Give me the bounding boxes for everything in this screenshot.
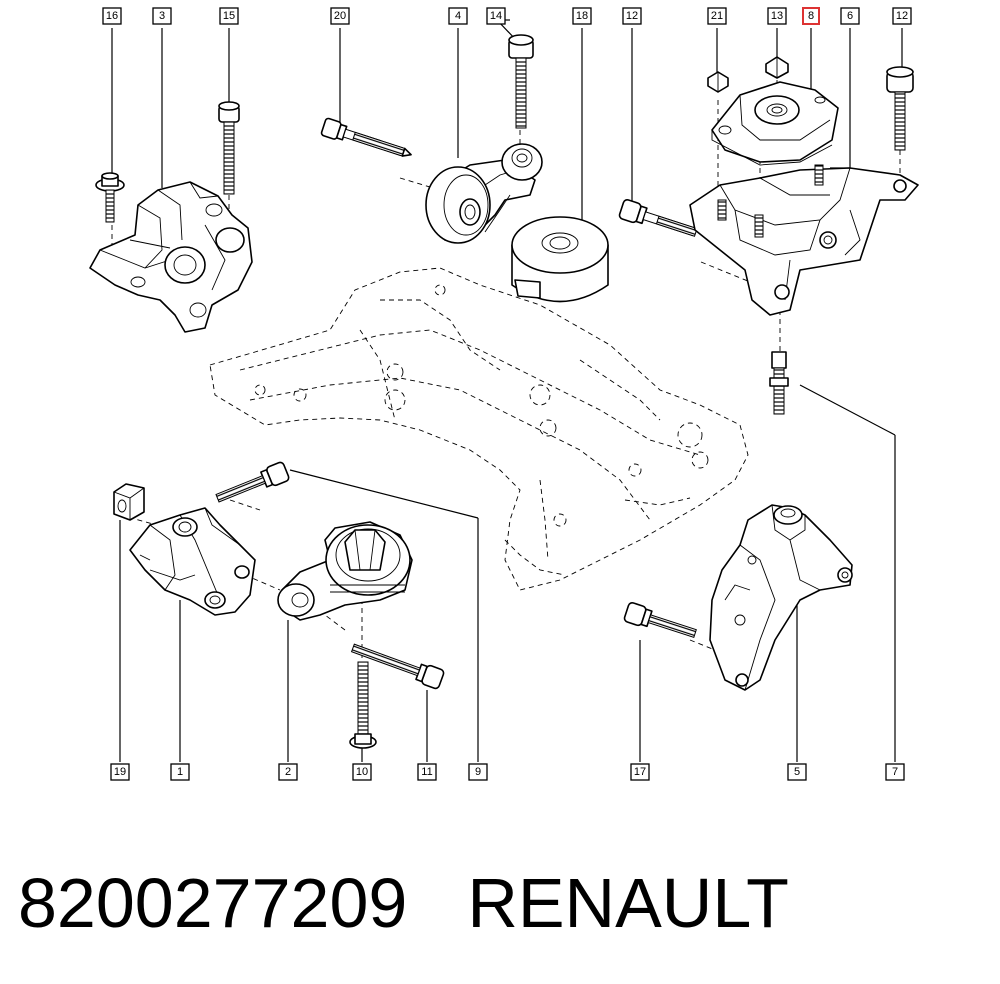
bolt-17 [623, 602, 697, 638]
bolt-12-left [618, 199, 698, 237]
part-2-lower-torque-rod [277, 521, 413, 621]
bolt-10 [349, 661, 377, 749]
part-5-gearbox-bracket [709, 504, 853, 691]
brand-name: RENAULT [467, 864, 789, 942]
part-19-spacer [113, 483, 145, 521]
bolt-12-right [886, 66, 914, 151]
stud-7 [769, 351, 789, 415]
part-18-rubber-pad [511, 216, 609, 303]
part-3-engine-mount [89, 181, 253, 333]
part-4-torque-rod [425, 143, 543, 244]
nut-21 [707, 71, 729, 93]
subframe-outline [209, 267, 749, 591]
leader-lines [111, 19, 903, 762]
nut-13 [765, 56, 789, 79]
bolt-16 [95, 172, 125, 223]
part-caption: 8200277209 RENAULT [18, 858, 978, 948]
bolt-14 [508, 34, 534, 129]
part-number: 8200277209 [18, 864, 408, 942]
bolt-9 [215, 461, 290, 503]
part-6-bracket [689, 164, 919, 316]
part-1-lower-bracket [129, 507, 256, 616]
bolt-15 [218, 101, 240, 195]
bolt-20 [320, 117, 412, 157]
part-8-mount-pad [711, 81, 839, 166]
bolt-11 [350, 643, 445, 690]
